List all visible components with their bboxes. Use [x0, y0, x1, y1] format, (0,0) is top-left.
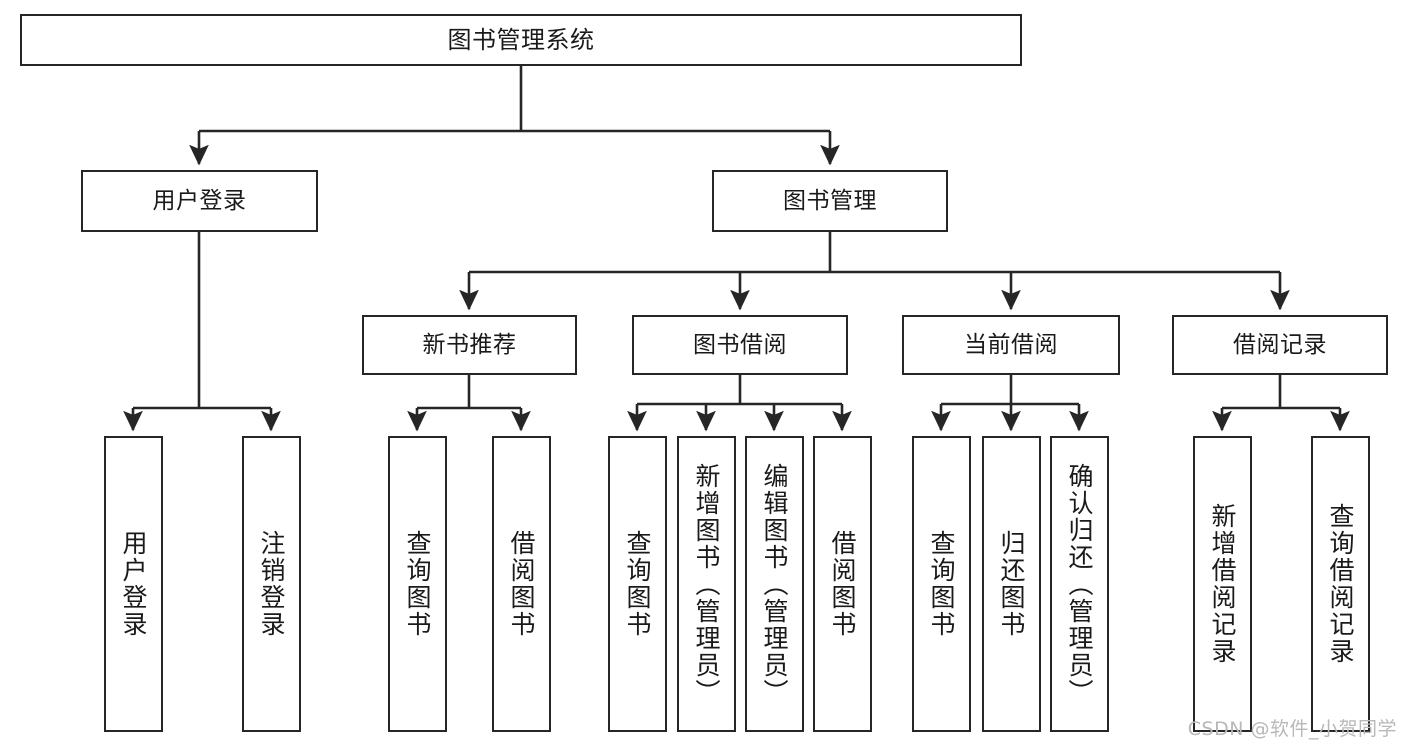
- leaf-borrow-edit-book-admin[interactable]: 编辑图书（管理员）: [745, 436, 804, 732]
- node-label: 查询图书: [403, 530, 432, 638]
- csdn-watermark: CSDN @软件_小贺同学: [1187, 718, 1397, 740]
- leaf-borrow-borrow-book[interactable]: 借阅图书: [813, 436, 872, 732]
- node-label: 新增图书（管理员）: [692, 462, 721, 706]
- node-label: 图书管理系统: [447, 26, 595, 54]
- node-new-book-recommend[interactable]: 新书推荐: [362, 315, 577, 375]
- node-book-borrow[interactable]: 图书借阅: [632, 315, 848, 375]
- leaf-current-query-book[interactable]: 查询图书: [912, 436, 971, 732]
- node-label: 用户登录: [152, 187, 247, 214]
- leaf-borrow-add-book-admin[interactable]: 新增图书（管理员）: [677, 436, 736, 732]
- leaf-user-login-logout[interactable]: 注销登录: [242, 436, 301, 732]
- node-label: 归还图书: [997, 530, 1026, 638]
- node-label: 查询借阅记录: [1326, 503, 1355, 665]
- node-label: 当前借阅: [964, 331, 1058, 358]
- node-current-borrow[interactable]: 当前借阅: [902, 315, 1120, 375]
- node-label: 新书推荐: [422, 331, 517, 358]
- node-label: 注销登录: [257, 530, 286, 638]
- node-label: 编辑图书（管理员）: [760, 462, 789, 706]
- node-label: 图书借阅: [693, 331, 787, 358]
- leaf-current-confirm-return-admin[interactable]: 确认归还（管理员）: [1050, 436, 1109, 732]
- leaf-user-login-login[interactable]: 用户登录: [104, 436, 163, 732]
- leaf-current-return-book[interactable]: 归还图书: [982, 436, 1041, 732]
- node-label: 查询图书: [927, 530, 956, 638]
- node-label: 确认归还（管理员）: [1065, 462, 1094, 706]
- node-label: 用户登录: [119, 530, 148, 638]
- leaf-records-query-record[interactable]: 查询借阅记录: [1311, 436, 1370, 732]
- leaf-recommend-borrow-book[interactable]: 借阅图书: [492, 436, 551, 732]
- node-user-login[interactable]: 用户登录: [81, 170, 318, 232]
- leaf-borrow-query-book[interactable]: 查询图书: [608, 436, 667, 732]
- node-borrow-records[interactable]: 借阅记录: [1172, 315, 1388, 375]
- leaf-records-add-record[interactable]: 新增借阅记录: [1193, 436, 1252, 732]
- node-book-management[interactable]: 图书管理: [712, 170, 948, 232]
- node-label: 借阅图书: [828, 530, 857, 638]
- node-label: 新增借阅记录: [1208, 503, 1237, 665]
- node-label: 借阅记录: [1233, 331, 1327, 358]
- node-label: 借阅图书: [507, 530, 536, 638]
- node-label: 查询图书: [623, 530, 652, 638]
- leaf-recommend-query-book[interactable]: 查询图书: [388, 436, 447, 732]
- node-book-management-system[interactable]: 图书管理系统: [20, 14, 1022, 66]
- node-label: 图书管理: [783, 187, 877, 214]
